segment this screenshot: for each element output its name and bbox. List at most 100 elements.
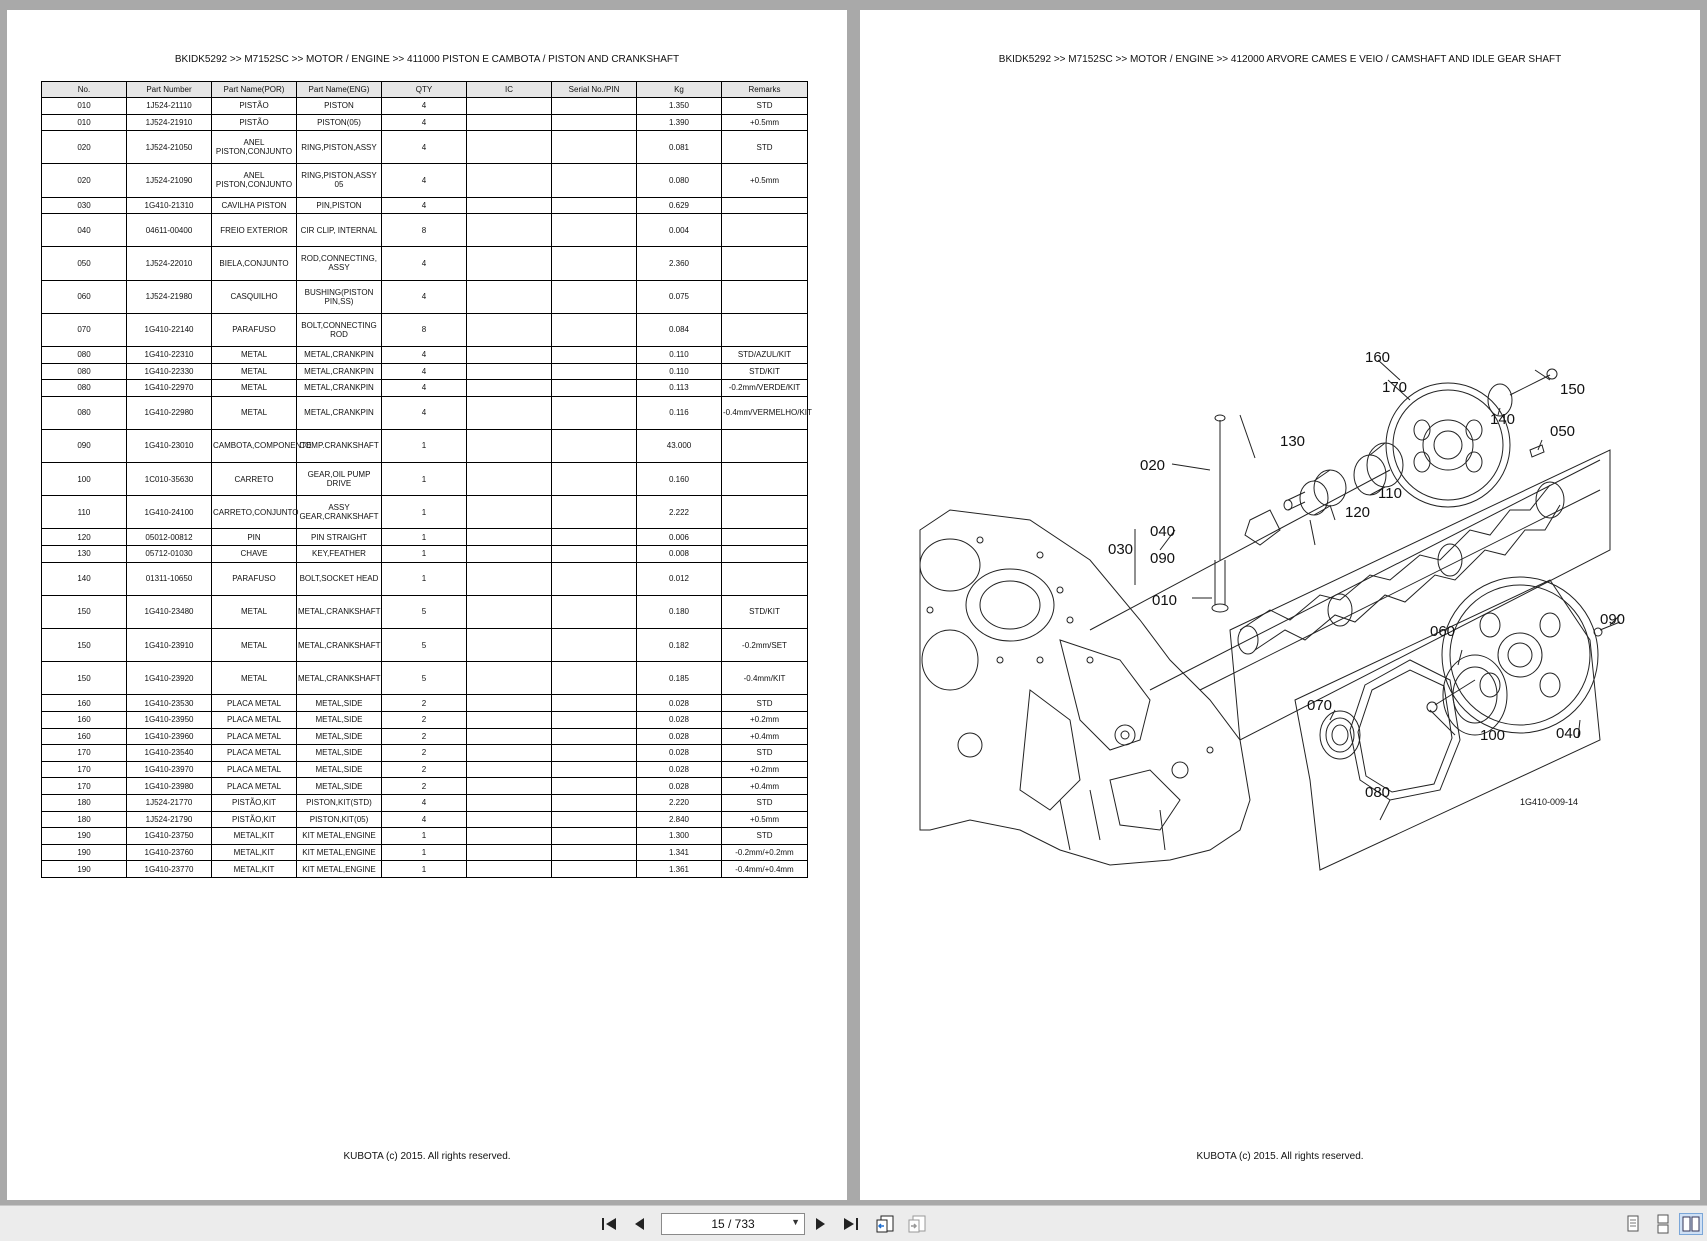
cell-serial — [551, 793, 637, 812]
page-header: BKIDK5292 >> M7152SC >> MOTOR / ENGINE >… — [998, 54, 1562, 65]
cell-qty: 4 — [381, 810, 467, 829]
cell-kg: 0.180 — [636, 594, 722, 630]
cell-rem: +0.5mm — [721, 163, 808, 198]
cell-no: 060 — [41, 279, 127, 314]
camshaft-exploded-diagram: 160 170 150 140 050 130 020 110 120 040 … — [919, 349, 1625, 871]
cell-ic — [466, 727, 552, 746]
next-page-button[interactable] — [809, 1213, 833, 1235]
go-forward-view-button[interactable] — [906, 1213, 930, 1235]
cell-eng: METAL,CRANKPIN — [296, 395, 382, 430]
cell-ic — [466, 561, 552, 596]
cell-por: METAL — [211, 661, 297, 696]
cell-rem — [721, 428, 808, 464]
cell-rem: -0.2mm/+0.2mm — [721, 843, 808, 862]
cell-pn: 1G410-21310 — [126, 196, 212, 215]
go-back-view-button[interactable] — [874, 1213, 898, 1235]
cell-eng: PIN,PISTON — [296, 196, 382, 215]
col-header: Remarks — [721, 81, 808, 98]
cell-por: PISTÃO — [211, 97, 297, 115]
cell-no: 180 — [41, 793, 127, 812]
cell-serial — [551, 312, 637, 347]
cell-por: PLACA METAL — [211, 710, 297, 729]
cell-eng: METAL,SIDE — [296, 710, 382, 729]
cell-pn: 1J524-21050 — [126, 130, 212, 165]
cell-ic — [466, 744, 552, 762]
cell-ic — [466, 246, 552, 281]
cell-kg: 2.840 — [636, 810, 722, 829]
two-page-icon — [1682, 1216, 1700, 1232]
cell-serial — [551, 710, 637, 729]
cell-rem: STD/AZUL/KIT — [721, 345, 808, 364]
page-number-input[interactable]: 15 / 733 ▼ — [661, 1213, 805, 1235]
cell-por: METAL — [211, 362, 297, 381]
cell-kg: 0.012 — [636, 561, 722, 596]
callout-150: 150 — [1560, 381, 1585, 398]
cell-rem: STD — [721, 793, 808, 812]
cell-no: 160 — [41, 710, 127, 729]
cell-qty: 2 — [381, 744, 467, 762]
cell-serial — [551, 860, 637, 878]
first-page-button[interactable] — [597, 1213, 621, 1235]
cell-rem — [721, 462, 808, 497]
cell-kg: 0.028 — [636, 760, 722, 779]
cell-rem: STD — [721, 694, 808, 712]
cell-ic — [466, 97, 552, 115]
callout-030: 030 — [1108, 541, 1133, 558]
cell-ic — [466, 428, 552, 464]
cell-serial — [551, 843, 637, 862]
cell-serial — [551, 727, 637, 746]
cell-pn: 1J524-21980 — [126, 279, 212, 314]
cell-eng: GEAR,OIL PUMP DRIVE — [296, 462, 382, 497]
cell-eng: PISTON,KIT(05) — [296, 810, 382, 829]
cell-rem: +0.2mm — [721, 710, 808, 729]
cell-no: 150 — [41, 627, 127, 663]
chevron-down-icon[interactable]: ▼ — [791, 1217, 800, 1227]
cell-ic — [466, 495, 552, 530]
col-header: Kg — [636, 81, 722, 98]
cell-kg: 2.360 — [636, 246, 722, 281]
cell-por: ANEL PISTON,CONJUNTO — [211, 130, 297, 165]
previous-page-button[interactable] — [627, 1213, 651, 1235]
cell-por: PLACA METAL — [211, 694, 297, 712]
cell-kg: 0.008 — [636, 545, 722, 563]
cell-rem: -0.2mm/VERDE/KIT — [721, 379, 808, 397]
cell-no: 140 — [41, 561, 127, 596]
continuous-page-icon — [1657, 1214, 1669, 1234]
cell-qty: 4 — [381, 113, 467, 132]
cell-ic — [466, 362, 552, 381]
cell-qty: 1 — [381, 827, 467, 845]
cell-ic — [466, 661, 552, 696]
cell-no: 160 — [41, 727, 127, 746]
callout-120: 120 — [1345, 504, 1370, 521]
cell-por: PARAFUSO — [211, 312, 297, 347]
cell-por: PLACA METAL — [211, 727, 297, 746]
cell-eng: PIN STRAIGHT — [296, 528, 382, 547]
cell-eng: PISTON,KIT(STD) — [296, 793, 382, 812]
cell-ic — [466, 760, 552, 779]
cell-eng: PISTON — [296, 97, 382, 115]
cell-pn: 05012-00812 — [126, 528, 212, 547]
cell-ic — [466, 545, 552, 563]
cell-por: FREIO EXTERIOR — [211, 213, 297, 248]
cell-pn: 1J524-21090 — [126, 163, 212, 198]
cell-no: 030 — [41, 196, 127, 215]
last-page-icon — [844, 1218, 858, 1230]
two-page-view-button[interactable] — [1679, 1213, 1703, 1235]
cell-qty: 2 — [381, 727, 467, 746]
cell-qty: 2 — [381, 694, 467, 712]
cell-por: CAMBOTA,COMPONENTE — [211, 428, 312, 464]
cell-eng: ASSY GEAR,CRANKSHAFT — [296, 495, 382, 530]
single-page-view-button[interactable] — [1621, 1213, 1645, 1235]
continuous-view-button[interactable] — [1651, 1213, 1675, 1235]
last-page-button[interactable] — [839, 1213, 863, 1235]
cell-qty: 8 — [381, 312, 467, 347]
cell-no: 120 — [41, 528, 127, 547]
